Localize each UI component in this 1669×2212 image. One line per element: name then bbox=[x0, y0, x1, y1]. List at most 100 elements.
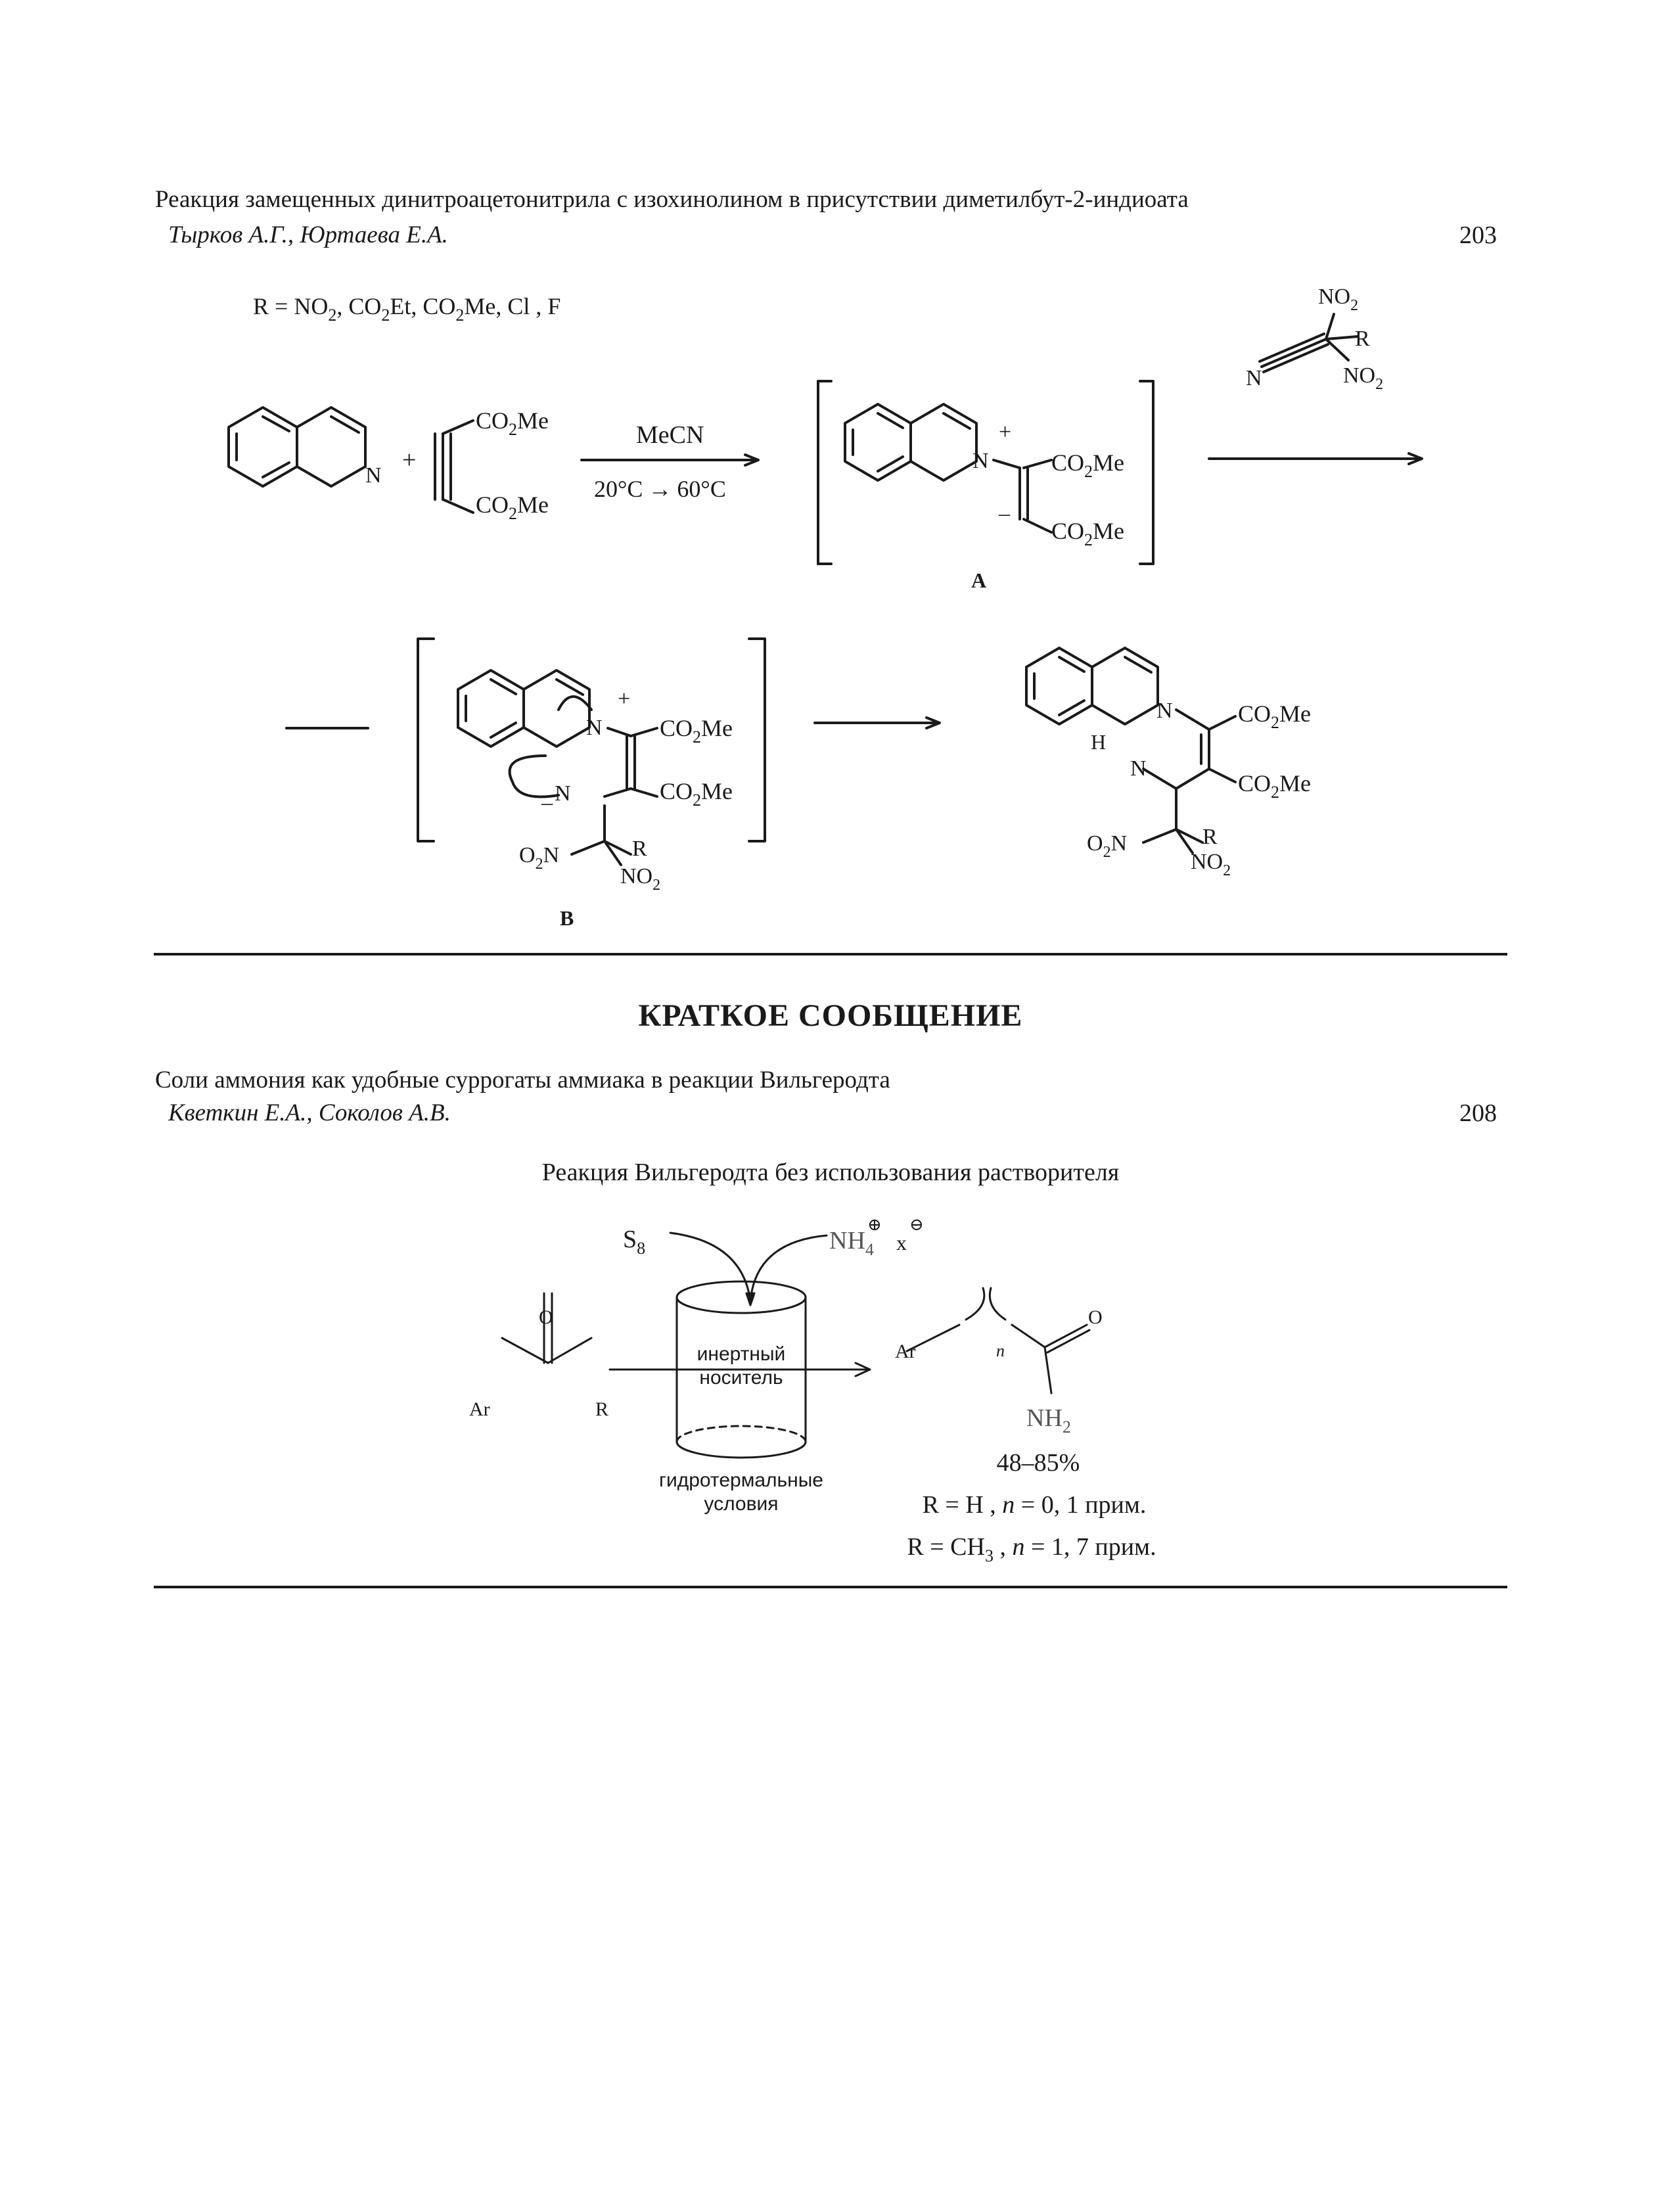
co2me-6-b: Me bbox=[701, 778, 733, 804]
temp-end: 60°C bbox=[677, 476, 725, 502]
ammonium-sub: 4 bbox=[865, 1240, 874, 1259]
solvent-label: MeCN bbox=[636, 421, 704, 449]
o2n-b-a: O bbox=[519, 843, 536, 867]
co2me-1-b: Me bbox=[517, 407, 549, 434]
co2me-7-a: CO bbox=[1238, 701, 1271, 727]
yield-range: 48–85% bbox=[997, 1449, 1080, 1477]
svg-text:NO2: NO2 bbox=[1191, 850, 1231, 879]
r-definition-a: R = NO bbox=[253, 293, 328, 319]
svg-text:O2N: O2N bbox=[519, 843, 559, 873]
r-definition-sub-1: 2 bbox=[328, 306, 336, 325]
svg-text:CO2Me: CO2Me bbox=[660, 715, 733, 747]
svg-text:NO2: NO2 bbox=[1318, 285, 1358, 314]
cond-r-h: R = H , bbox=[923, 1491, 1003, 1519]
no2-2-a: NO bbox=[1343, 363, 1375, 388]
svg-text:NO2: NO2 bbox=[1343, 363, 1383, 393]
temp-start: 20°C bbox=[594, 476, 643, 502]
no2-2-sub: 2 bbox=[1375, 376, 1383, 393]
section-heading: КРАТКОЕ СООБЩЕНИЕ bbox=[638, 998, 1023, 1033]
svg-text:CO2Me: CO2Me bbox=[1051, 518, 1124, 549]
r-definition-c: Et, CO bbox=[390, 293, 455, 319]
ketone-ar: Ar bbox=[469, 1398, 490, 1420]
atom-n-reactant: N bbox=[365, 463, 382, 488]
r-definition-sub-2: 2 bbox=[381, 306, 390, 325]
svg-text:R = H , n = 0, 1 прим.: R = H , n = 0, 1 прим. bbox=[923, 1491, 1147, 1519]
label-intermediate-a: A bbox=[971, 568, 986, 592]
cond-n0: = 0, 1 прим. bbox=[1015, 1491, 1146, 1519]
ominus-charge: ⊖ bbox=[909, 1215, 924, 1234]
co2me-2-a: CO bbox=[476, 492, 509, 518]
co2me-1-sub: 2 bbox=[509, 420, 517, 439]
sulfur-s: S bbox=[623, 1226, 637, 1253]
ketone-oxygen: O bbox=[539, 1306, 553, 1328]
no2-b-a: NO bbox=[620, 864, 652, 888]
reaction-scheme-isoquinoline: R = NO2, CO2Et, CO2Me, Cl , F N + CO2Me … bbox=[227, 285, 1423, 930]
entry-authors-2: Кветкин Е.А., Соколов А.В. bbox=[168, 1099, 451, 1126]
co2me-3-sub: 2 bbox=[1084, 462, 1093, 481]
co2me-1-a: CO bbox=[476, 407, 509, 434]
svg-text:S8: S8 bbox=[623, 1226, 645, 1258]
co2me-6-sub: 2 bbox=[693, 791, 701, 810]
entry-title-1: Реакция замещенных динитроацетонитрила с… bbox=[155, 186, 1189, 213]
svg-text:CO2Me: CO2Me bbox=[1238, 770, 1311, 802]
cond-ch3-sub: 3 bbox=[985, 1546, 994, 1564]
temp-arrow: → bbox=[648, 476, 672, 502]
oplus-charge: ⊕ bbox=[867, 1215, 882, 1234]
co2me-8-sub: 2 bbox=[1271, 783, 1279, 802]
entry-page-1: 203 bbox=[1459, 221, 1497, 249]
atom-n-a: N bbox=[972, 449, 989, 473]
co2me-5-b: Me bbox=[701, 715, 733, 741]
o2n-b-sub: 2 bbox=[536, 856, 543, 873]
anion-x: x bbox=[896, 1231, 907, 1255]
divider-1 bbox=[154, 953, 1507, 956]
no2-1-sub: 2 bbox=[1350, 297, 1358, 314]
svg-text:NO2: NO2 bbox=[620, 864, 660, 894]
atom-n-product-2: N bbox=[1130, 756, 1147, 781]
conditions-line-2: условия bbox=[704, 1493, 778, 1515]
co2me-4-a: CO bbox=[1051, 518, 1084, 544]
co2me-2-b: Me bbox=[517, 492, 549, 518]
plus-charge-b: + bbox=[618, 687, 630, 711]
conditions-line-1: гидротермальные bbox=[659, 1469, 823, 1491]
scheme-caption: Реакция Вильгеродта без использования ра… bbox=[541, 1159, 1120, 1186]
atom-n-product-1: N bbox=[1156, 699, 1173, 723]
amide-nh: NH bbox=[1026, 1404, 1063, 1432]
svg-text:CO2Me: CO2Me bbox=[1051, 449, 1124, 481]
co2me-6-a: CO bbox=[660, 778, 693, 804]
r-product: R bbox=[1202, 825, 1218, 849]
cond-n-var-1: n bbox=[1002, 1491, 1015, 1519]
r-nitrile: R bbox=[1355, 327, 1370, 351]
no2-p-sub: 2 bbox=[1223, 862, 1231, 879]
no2-1-a: NO bbox=[1318, 285, 1350, 309]
cond-n-var-2: n bbox=[1012, 1533, 1024, 1561]
plus-charge-a: + bbox=[999, 420, 1011, 444]
co2me-5-a: CO bbox=[660, 715, 693, 741]
atom-h-product: H bbox=[1091, 730, 1106, 754]
svg-text:CO2Me: CO2Me bbox=[476, 407, 549, 439]
sulfur-sub: 8 bbox=[637, 1239, 645, 1258]
o2n-p-a: O bbox=[1087, 831, 1103, 856]
co2me-5-sub: 2 bbox=[693, 727, 701, 747]
svg-text:CO2Me: CO2Me bbox=[1238, 701, 1311, 732]
minus-charge-a: – bbox=[998, 501, 1011, 526]
svg-text:CO2Me: CO2Me bbox=[476, 492, 549, 523]
entry-page-2: 208 bbox=[1459, 1099, 1497, 1127]
co2me-7-sub: 2 bbox=[1271, 713, 1279, 732]
label-intermediate-b: B bbox=[560, 906, 574, 930]
r-definition-b: , CO bbox=[336, 293, 381, 319]
co2me-4-b: Me bbox=[1093, 518, 1124, 544]
ketone-r: R bbox=[595, 1398, 608, 1420]
atom-n-b-imine: N bbox=[555, 781, 571, 806]
no2-b-sub: 2 bbox=[652, 877, 660, 894]
o2n-b-b: N bbox=[543, 843, 560, 867]
cond-r-ch: R = CH bbox=[907, 1533, 985, 1561]
svg-text:20°C→60°C: 20°C→60°C bbox=[594, 476, 726, 502]
r-b: R bbox=[632, 837, 647, 861]
svg-text:NH4: NH4 bbox=[829, 1227, 874, 1259]
co2me-3-a: CO bbox=[1051, 449, 1084, 476]
product-ar: Ar bbox=[895, 1341, 916, 1362]
atom-n-b: N bbox=[586, 716, 603, 740]
svg-text:NH2: NH2 bbox=[1026, 1404, 1071, 1437]
divider-2 bbox=[154, 1586, 1507, 1588]
carrier-line-1: инертный bbox=[697, 1343, 786, 1365]
